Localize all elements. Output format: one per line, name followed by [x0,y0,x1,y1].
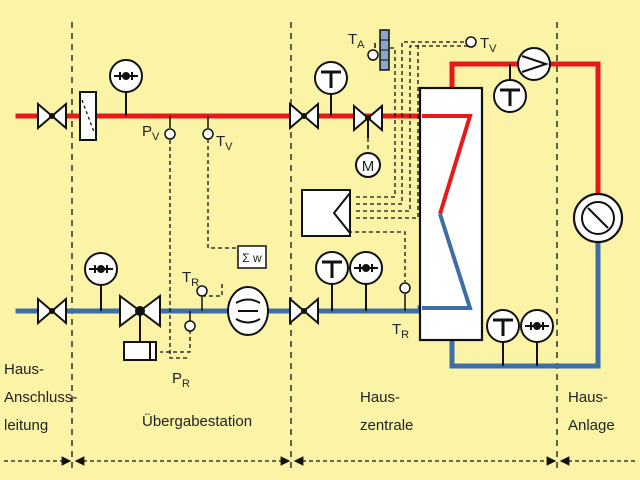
heat-meter-label: Σ w [242,251,262,265]
label-tv-central: TV [480,35,497,55]
ball-valve-icon [37,296,67,326]
ball-valve-icon [289,296,319,326]
sensor-labels: PV TV TA TV TR PR TR [142,31,497,390]
controller-icon [301,189,351,237]
flow-meter-icon [227,286,269,336]
ball-valve-icon [289,101,319,131]
thermometer-icon [315,251,349,311]
label-ta: TA [348,31,365,51]
sensor-tr-central-icon [399,282,411,311]
label-tr: TR [182,269,199,289]
section-dividers [71,22,558,470]
section-zentrale-line1: Haus- [360,389,400,406]
section-uebergabe: Übergabestation [142,412,252,430]
return-pipes [15,218,601,369]
heat-meter-icon: Σ w [237,245,267,269]
storage-tank-icon [418,86,484,342]
motor-label: M [362,158,375,175]
pressure-gauge-icon [84,252,118,311]
ball-valve-icon [37,101,67,131]
thermometer-icon [314,61,348,116]
sensor-pv-icon [164,116,176,140]
radiator-consumer-icon [572,192,624,244]
section-anlage-line2: Anlage [568,417,615,434]
section-labels: Haus- Anschluss- leitung Übergabestation… [4,361,615,434]
section-anschluss-line3: leitung [4,417,48,434]
control-valve-icon [353,103,383,138]
section-zentrale-line2: zentrale [360,417,413,434]
sensor-tv-central-icon [465,36,477,48]
sensor-tv-icon [202,116,214,140]
thermometer-icon [493,64,527,113]
thermometer-icon [486,309,520,366]
section-anschluss-line1: Haus- [4,361,44,378]
pump-icon [517,47,551,81]
section-anschluss-line2: Anschluss- [4,389,77,406]
pressure-gauge-icon [109,59,143,116]
sensor-tr-icon [196,285,208,311]
sensor-pr-icon [184,311,196,332]
section-anlage-line1: Haus- [568,389,608,406]
control-valve-icon [119,294,161,361]
outdoor-sensor-icon [367,29,390,71]
strainer-icon [79,91,97,141]
label-tv: TV [216,133,233,153]
label-tr-central: TR [392,321,409,341]
pressure-gauge-icon [520,309,554,366]
signal-lines [160,41,467,359]
pressure-gauge-icon [349,251,383,311]
motor-actuator-icon: M [355,152,381,178]
label-pr: PR [172,370,190,390]
label-pv: PV [142,123,160,143]
